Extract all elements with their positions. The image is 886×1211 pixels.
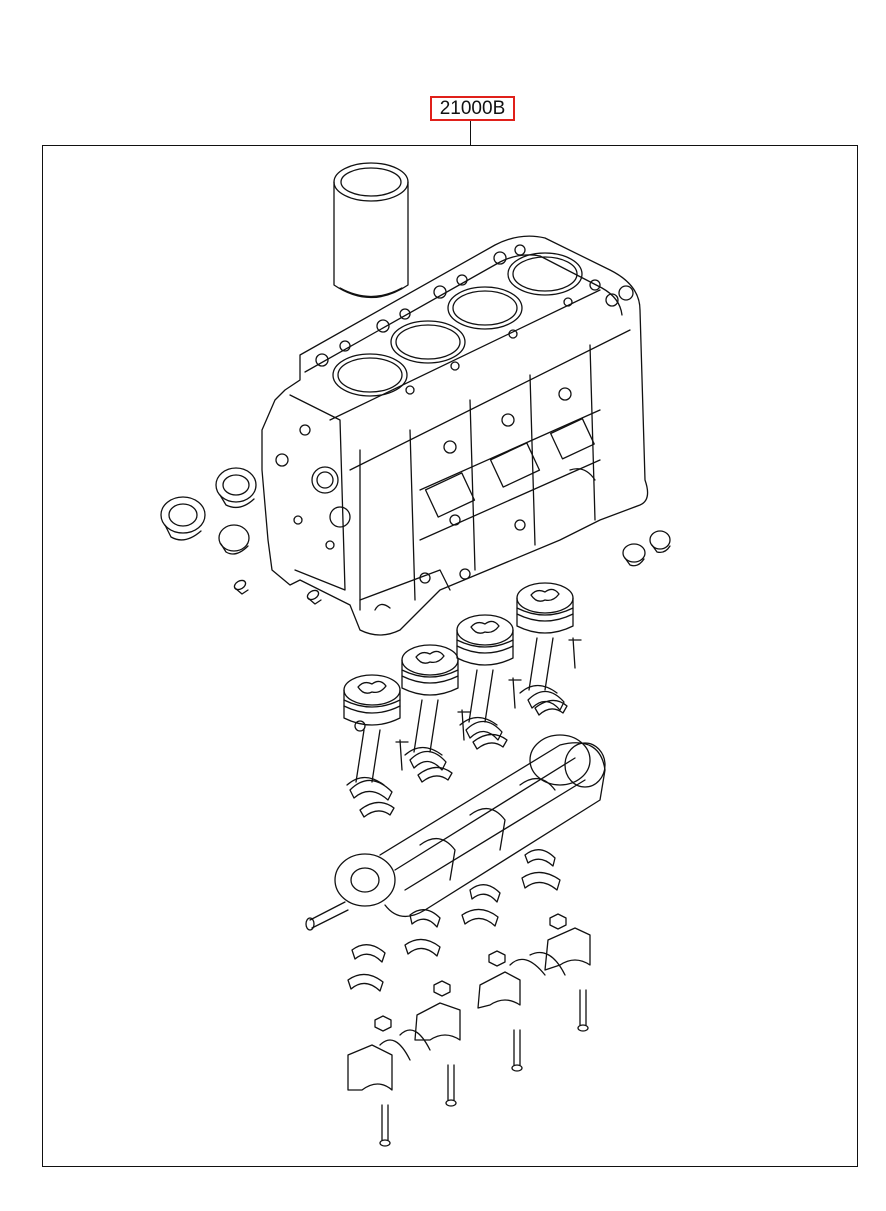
bolts[interactable] — [380, 990, 588, 1146]
plugs-right[interactable] — [623, 531, 670, 566]
piston-rod-assemblies[interactable] — [344, 583, 581, 817]
leader-line — [470, 121, 471, 146]
cylinder-liner[interactable] — [334, 163, 408, 298]
camshaft-bushings-left[interactable] — [161, 468, 321, 604]
part-number-label[interactable]: 21000B — [430, 96, 515, 121]
cylinder-block[interactable] — [262, 236, 648, 635]
crankshaft[interactable] — [306, 735, 605, 930]
diagram-frame — [42, 145, 858, 1167]
nuts[interactable] — [375, 914, 566, 1031]
bearing-caps[interactable] — [348, 928, 590, 1090]
main-bearing-shells[interactable] — [348, 691, 564, 991]
